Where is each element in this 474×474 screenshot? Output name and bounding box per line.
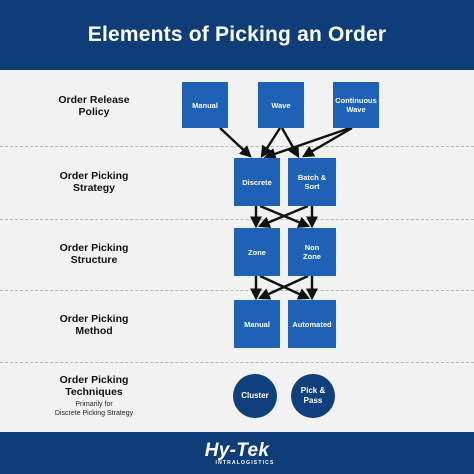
row-label-picking-method: Order Picking Method xyxy=(59,313,129,337)
node-zone: Zone xyxy=(234,228,280,276)
footer-banner: Hy-Tek INTRALOGISTICS xyxy=(0,432,474,474)
logo-tagline: INTRALOGISTICS xyxy=(215,459,275,466)
node-non-zone: Non Zone xyxy=(288,228,336,276)
header-banner: Elements of Picking an Order xyxy=(0,0,474,70)
row-label-picking-structure: Order Picking Structure xyxy=(59,242,129,266)
node-discrete: Discrete xyxy=(234,158,280,206)
arrow-wave-to-batch xyxy=(280,127,300,159)
technique-cluster: Cluster xyxy=(233,374,277,418)
row-divider xyxy=(0,290,474,291)
technique-pick-pass: Pick & Pass xyxy=(291,374,335,418)
node-continuous-wave: Continuous Wave xyxy=(333,82,379,128)
row-divider xyxy=(0,146,474,147)
page-title: Elements of Picking an Order xyxy=(87,23,387,46)
arrow-batch-to-zone xyxy=(257,204,309,228)
row-label-picking-strategy: Order Picking Strategy xyxy=(59,170,129,194)
logo-wordmark: Hy-Tek xyxy=(204,439,270,461)
row-sublabel-techniques: Primarily for Discrete Picking Strategy xyxy=(54,401,134,417)
arrow-wave-to-discrete xyxy=(260,127,282,159)
node-manual-method: Manual xyxy=(234,300,280,348)
arrow-manual-to-discrete xyxy=(219,127,252,158)
arrow-nonzone-to-manual xyxy=(257,274,309,300)
node-wave: Wave xyxy=(258,82,304,128)
brand-logo: Hy-Tek INTRALOGISTICS xyxy=(199,441,274,466)
node-batch-sort: Batch & Sort xyxy=(288,158,336,206)
row-label-picking-techniques: Order Picking Techniques xyxy=(59,374,129,398)
row-label-release-policy: Order Release Policy xyxy=(58,94,130,118)
arrow-continuous-to-batch xyxy=(301,126,353,158)
row-divider xyxy=(0,362,474,363)
arrow-continuous-to-discrete xyxy=(263,126,351,160)
row-divider xyxy=(0,219,474,220)
node-automated: Automated xyxy=(288,300,336,348)
node-manual-release: Manual xyxy=(182,82,228,128)
